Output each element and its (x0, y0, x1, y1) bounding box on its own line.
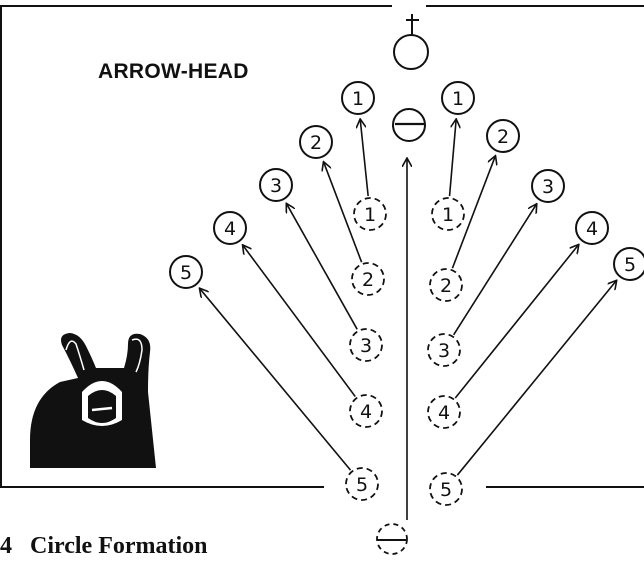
movement-arrow-l5 (200, 289, 352, 471)
start-position-label: 2 (362, 269, 374, 291)
front-position-r2: 2 (486, 119, 520, 153)
movement-arrow-r2 (451, 157, 495, 269)
front-position-label: 3 (542, 176, 554, 198)
movement-arrow-r1 (448, 120, 457, 197)
front-position-label: 1 (452, 88, 464, 110)
start-position-l4: 4 (349, 394, 383, 428)
movement-arrow-r3 (452, 205, 537, 336)
movement-arrow-r4 (454, 245, 578, 399)
movement-arrow-l3 (287, 204, 358, 330)
front-position-l2: 2 (299, 125, 333, 159)
movement-arrow-l1 (360, 120, 369, 197)
start-position-label: 4 (360, 401, 372, 423)
start-position-r5: 5 (429, 472, 463, 506)
front-position-r1: 1 (441, 81, 475, 115)
front-position-l4: 4 (213, 211, 247, 245)
leader-plus-marker (393, 14, 429, 70)
start-position-label: 5 (440, 479, 452, 501)
front-position-label: 4 (224, 218, 236, 240)
start-position-l1: 1 (353, 197, 387, 231)
start-position-l2: 2 (351, 262, 385, 296)
leader-signal-figure (30, 333, 156, 468)
start-position-label: 5 (356, 474, 368, 496)
front-position-l5: 5 (169, 255, 203, 289)
start-position-label: 1 (442, 204, 454, 226)
front-position-r3: 3 (531, 169, 565, 203)
front-position-l1: 1 (341, 81, 375, 115)
front-position-label: 1 (352, 88, 364, 110)
start-position-l3: 3 (349, 328, 383, 362)
start-position-r2: 2 (429, 268, 463, 302)
leader-minus-marker-top (392, 108, 426, 142)
start-position-label: 3 (438, 340, 450, 362)
front-position-label: 5 (180, 262, 192, 284)
section-caption: 4 Circle Formation (0, 533, 208, 559)
front-position-label: 3 (270, 175, 282, 197)
start-position-r4: 4 (427, 395, 461, 429)
start-position-label: 4 (438, 402, 450, 424)
front-position-r4: 4 (575, 211, 609, 245)
start-position-label: 3 (360, 335, 372, 357)
start-position-l5: 5 (345, 467, 379, 501)
front-position-l3: 3 (259, 168, 293, 202)
movement-arrows (200, 120, 616, 476)
diagram-title: ARROW-HEAD (98, 60, 249, 83)
front-position-label: 5 (624, 254, 636, 276)
front-position-label: 2 (497, 126, 509, 148)
start-markers: 1 1 2 2 3 3 4 4 5 5 (345, 197, 465, 506)
start-position-r1: 1 (431, 197, 465, 231)
front-markers: 1 1 2 2 3 3 4 4 5 5 (169, 81, 644, 289)
front-position-r5: 5 (613, 247, 644, 281)
start-position-label: 1 (364, 204, 376, 226)
front-position-label: 2 (310, 132, 322, 154)
movement-arrow-r5 (456, 281, 616, 476)
front-position-label: 4 (586, 218, 598, 240)
start-position-r3: 3 (427, 333, 461, 367)
leader-minus-marker-bottom (376, 523, 408, 555)
movement-arrow-l2 (324, 163, 363, 263)
movement-arrow-l4 (243, 246, 356, 398)
start-position-label: 2 (440, 275, 452, 297)
